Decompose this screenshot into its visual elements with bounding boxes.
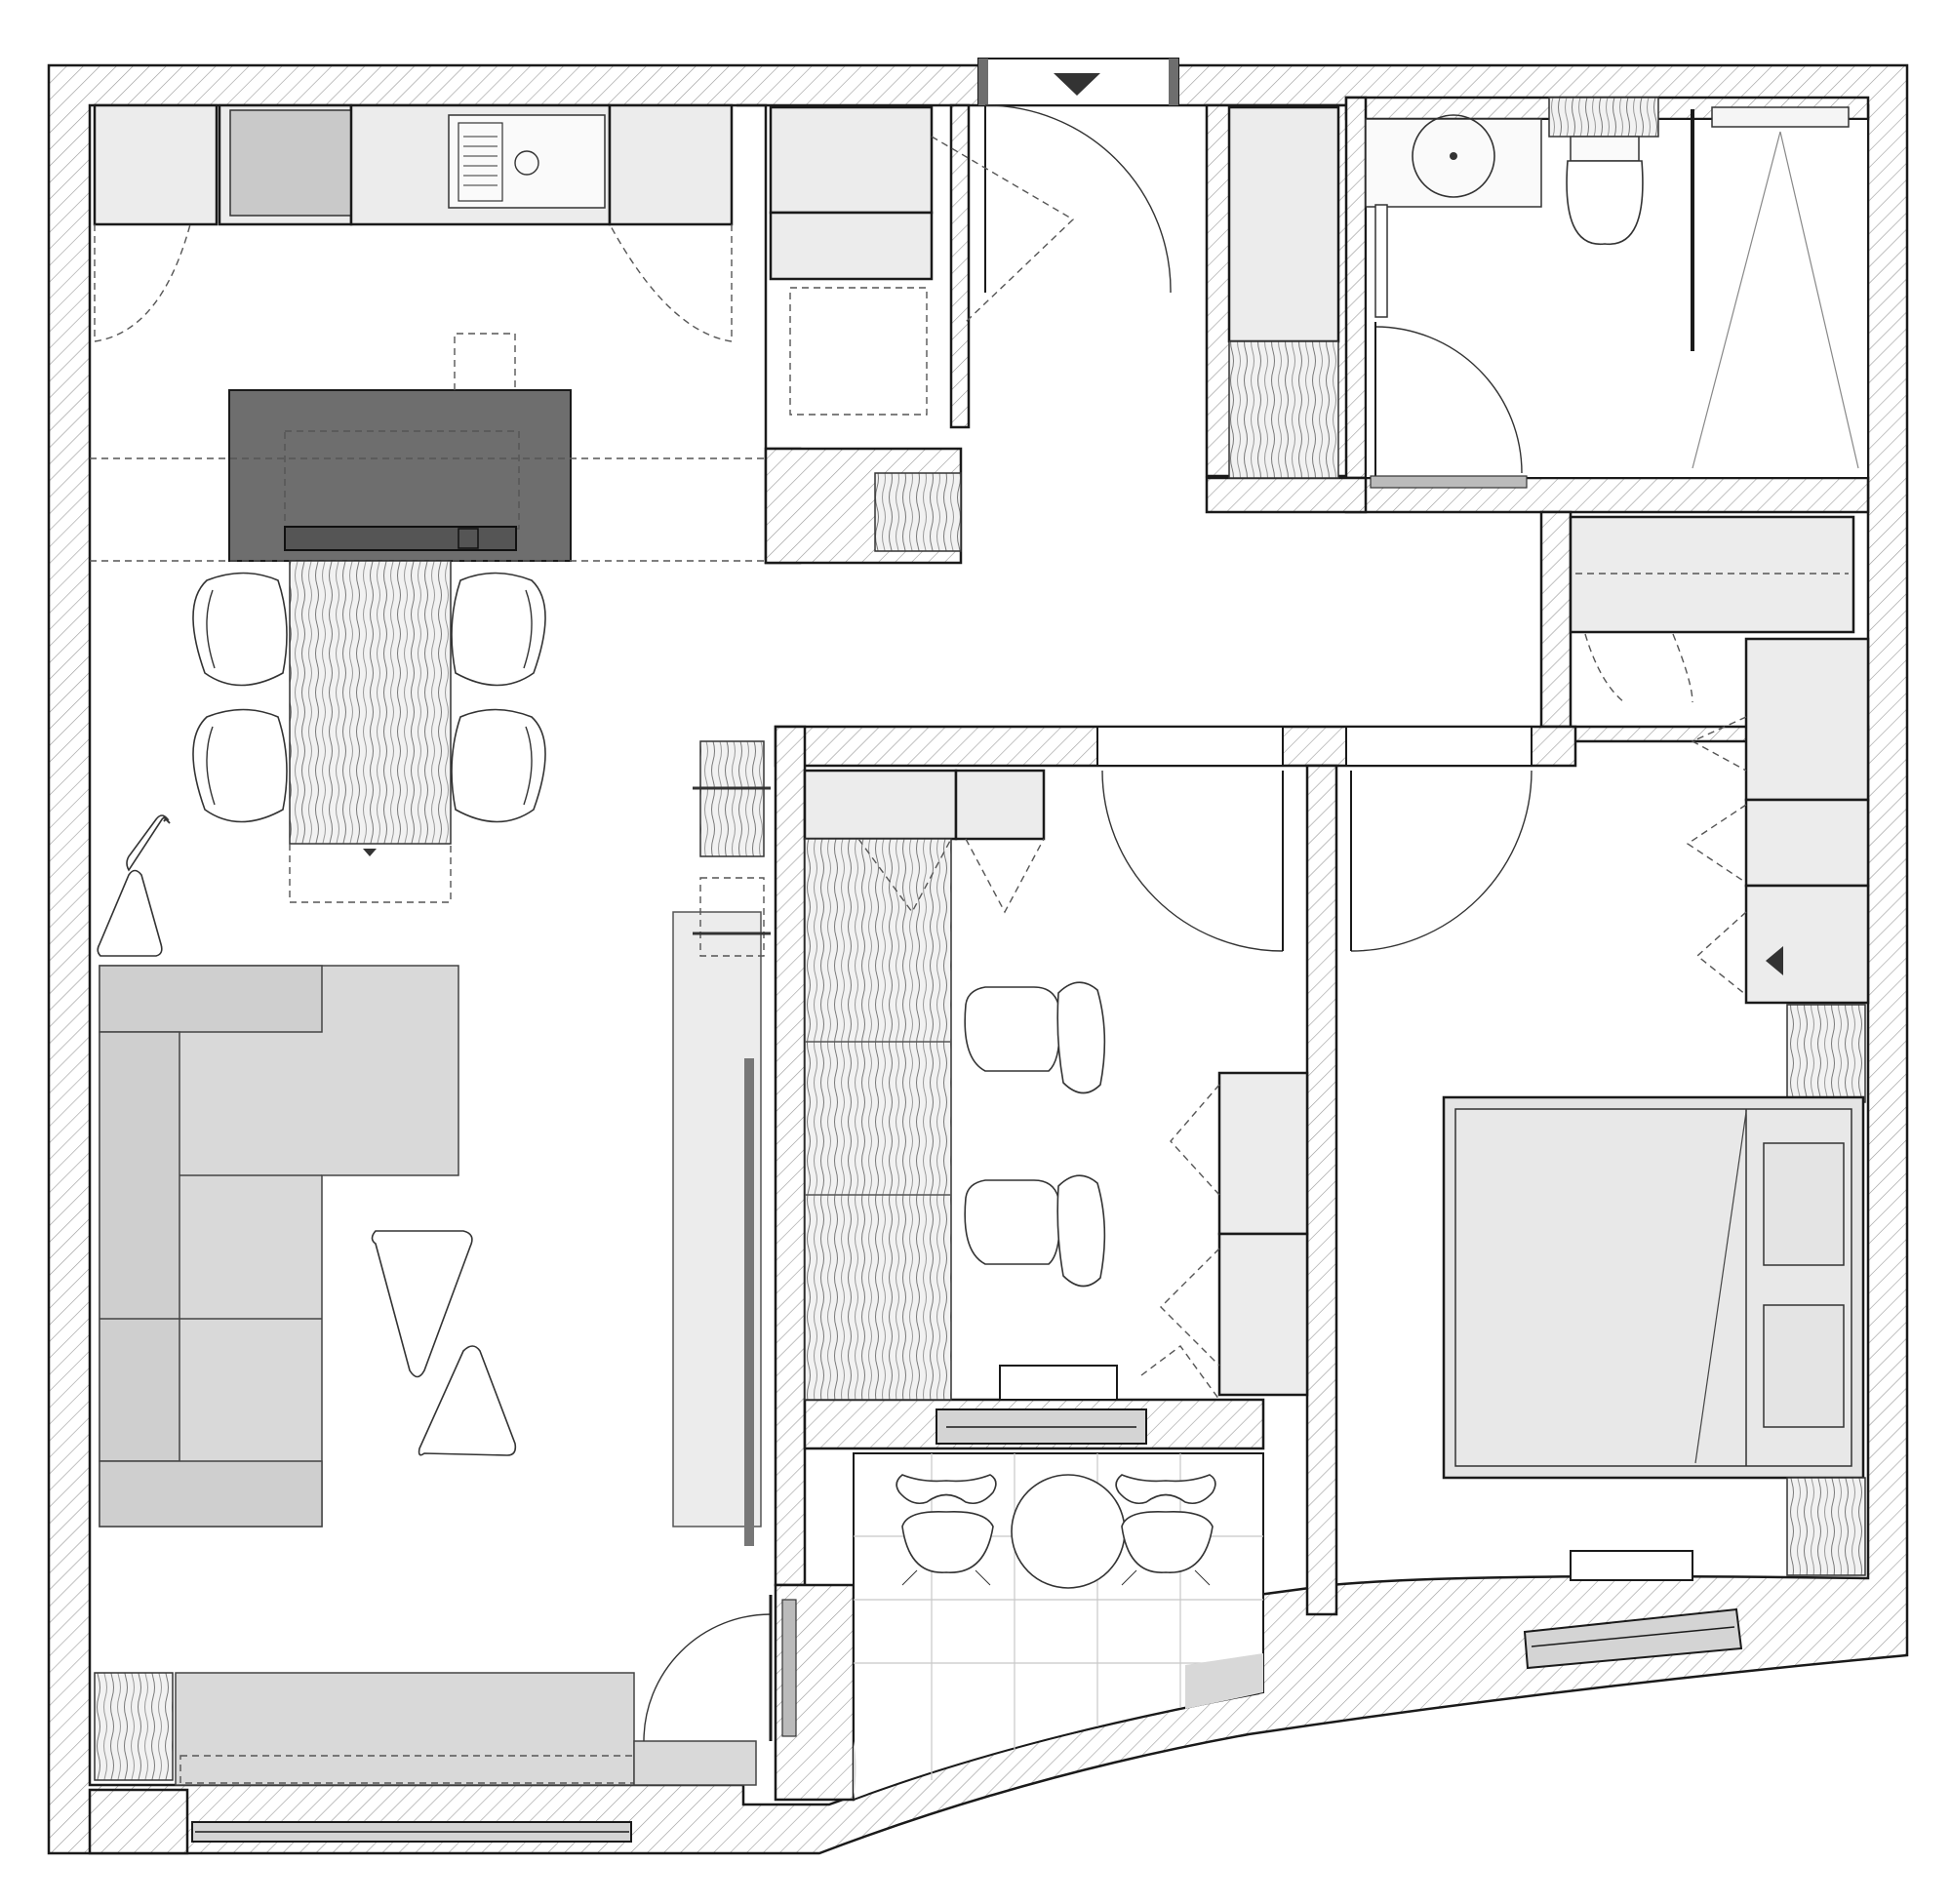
bedroom-door[interactable]	[1345, 726, 1533, 952]
dining-table	[289, 560, 452, 903]
coat-cabinet	[1227, 105, 1340, 479]
study-cabinet	[1140, 1071, 1309, 1401]
door-swing-icon	[1374, 326, 1523, 474]
pillow	[1763, 1304, 1845, 1428]
study-bookshelf	[803, 769, 1046, 1401]
office-chair-icon	[964, 981, 1106, 1288]
pillow	[1763, 1142, 1845, 1266]
kitchen-counter	[93, 103, 734, 342]
balcony-door[interactable]	[643, 1595, 797, 1742]
living-bottom-cabinet	[94, 1672, 757, 1786]
corridor-wardrobe	[1569, 515, 1870, 1005]
study-door[interactable]	[1096, 726, 1284, 952]
shower-icon	[1691, 106, 1859, 469]
tv-console	[672, 911, 762, 1546]
balcony-chair-icon	[896, 1474, 1216, 1589]
balcony-table-icon	[1011, 1474, 1126, 1589]
dining-chair-icon	[192, 572, 546, 823]
plant-stand	[693, 740, 771, 957]
shoe-rack	[874, 472, 962, 552]
side-tables	[97, 814, 517, 1456]
entry-wardrobe	[769, 105, 1075, 416]
entrance-arrow-icon	[1054, 73, 1100, 96]
window-icon	[191, 1821, 632, 1843]
study-window	[936, 1365, 1147, 1445]
balcony	[853, 1452, 1264, 1802]
sink-icon	[448, 114, 606, 209]
bed-icon	[1442, 1004, 1866, 1576]
toilet-icon	[1566, 136, 1644, 245]
bathroom	[1365, 97, 1869, 489]
cooktop	[229, 109, 353, 217]
bedroom-window	[1523, 1550, 1743, 1670]
sofa-icon	[99, 965, 459, 1527]
entrance-door[interactable]	[977, 58, 1179, 294]
washbasin-icon	[1365, 114, 1542, 208]
kitchen-island	[90, 333, 766, 562]
